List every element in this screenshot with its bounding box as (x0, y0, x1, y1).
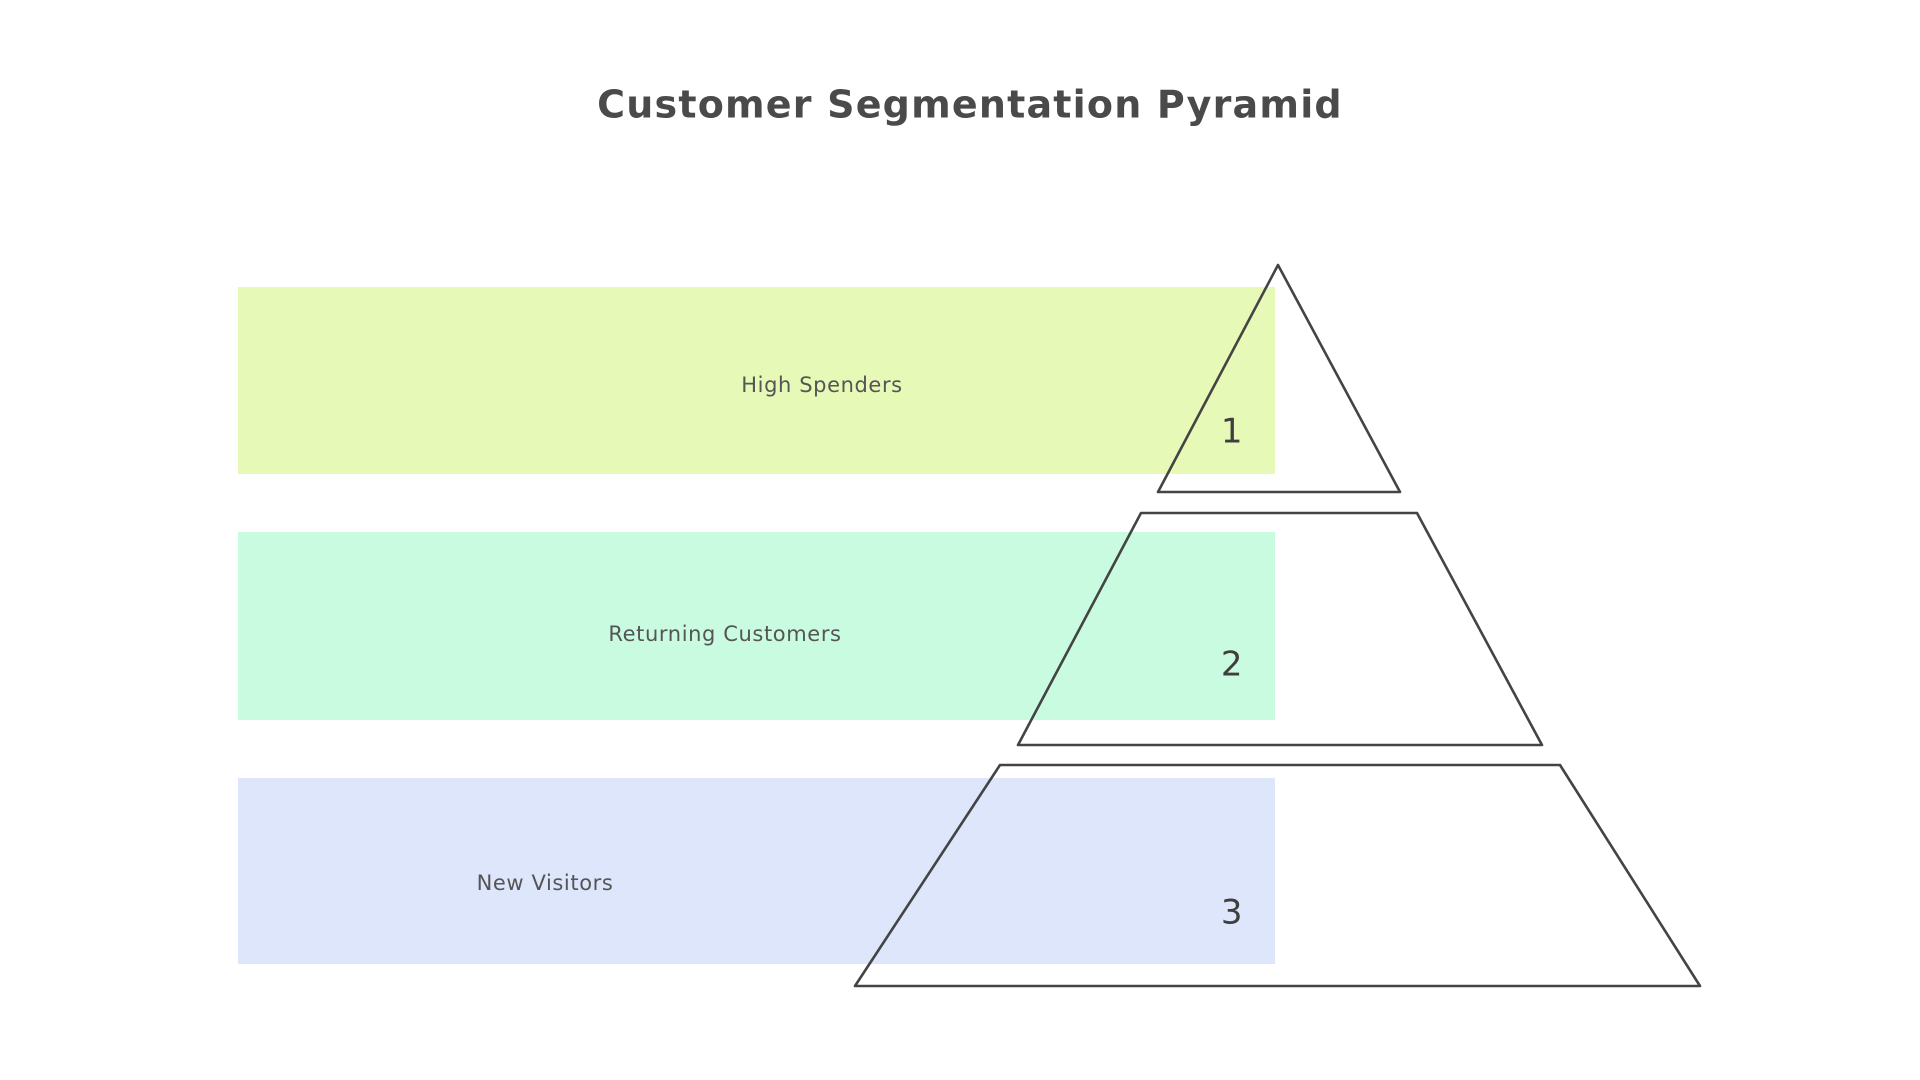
level-band-2 (238, 532, 1275, 720)
level-number-3: 3 (1221, 893, 1243, 933)
level-band-1 (238, 287, 1275, 474)
pyramid-level-1-shape[interactable] (1156, 263, 1402, 494)
level-label-2: Returning Customers (608, 622, 841, 646)
page-title: Customer Segmentation Pyramid (597, 83, 1343, 127)
pyramid-level-3-shape[interactable] (853, 763, 1702, 988)
level-label-1: High Spenders (741, 373, 902, 397)
level-number-1: 1 (1221, 412, 1243, 452)
pyramid-level-2-shape[interactable] (1016, 511, 1544, 747)
level-label-3: New Visitors (477, 871, 614, 895)
level-band-3 (238, 778, 1275, 964)
level-number-2: 2 (1221, 645, 1243, 685)
